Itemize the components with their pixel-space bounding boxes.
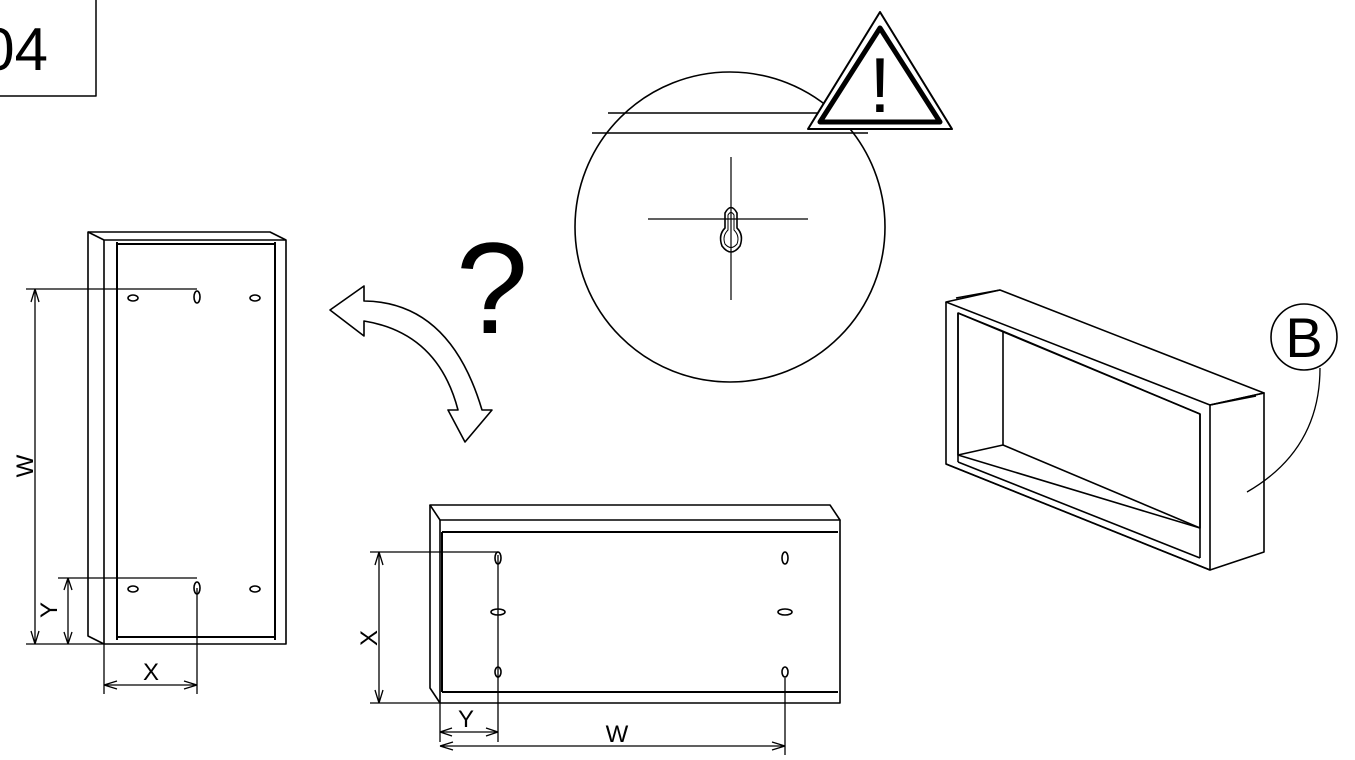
keyhole <box>777 608 793 616</box>
detail-circle <box>574 71 886 383</box>
vertical-panel-holes-bottom <box>127 581 261 595</box>
keyhole <box>781 666 789 678</box>
part-callout-circle <box>1270 303 1338 371</box>
vertical-y-dimension <box>58 577 197 645</box>
keyhole <box>781 551 789 565</box>
vertical-x-dimension <box>103 588 198 694</box>
step-frame <box>0 0 97 97</box>
cabinet-front-left-edge <box>945 302 1211 571</box>
arrow <box>374 551 384 704</box>
vertical-x-label: X <box>143 659 159 686</box>
arrow <box>439 741 786 751</box>
part-label: B <box>1285 306 1322 369</box>
keyhole-large-inner <box>723 212 739 248</box>
arrow <box>439 727 499 737</box>
horizontal-y-label: Y <box>458 706 474 733</box>
vertical-w-dimension <box>26 288 197 645</box>
arrow <box>63 577 73 645</box>
cabinet-bottom-front <box>945 461 1211 571</box>
horizontal-panel-holes-right <box>777 551 793 678</box>
warning-icon: ! <box>869 41 891 129</box>
keyhole <box>193 290 201 304</box>
keyhole-large <box>719 206 743 253</box>
warning-triangle-outer <box>807 11 953 130</box>
cabinet-top-outer <box>945 289 1265 406</box>
vertical-w-label: W <box>12 454 39 477</box>
cabinet-box: B <box>945 289 1338 571</box>
cabinet-inner-back-top <box>957 312 1201 415</box>
arrow <box>30 288 40 645</box>
warning-sign: ! <box>807 11 953 130</box>
keyhole <box>127 294 139 302</box>
step-number: 04 <box>0 16 48 83</box>
horizontal-x-dimension <box>370 551 498 704</box>
horizontal-w-dimension <box>439 678 786 755</box>
keyhole <box>249 294 261 302</box>
arrow <box>103 680 198 690</box>
vertical-panel-top-edge <box>88 231 287 241</box>
vertical-panel-outline <box>87 231 287 645</box>
cabinet-right-side <box>1209 392 1265 571</box>
step-box: 04 <box>0 0 97 97</box>
warning-triangle-inner <box>817 25 943 125</box>
vertical-panel-holes-top <box>127 290 261 304</box>
callout-leader <box>1246 367 1321 493</box>
question-mark: ? <box>456 215 528 361</box>
horizontal-panel-outline <box>429 505 841 704</box>
vertical-y-label: Y <box>36 602 63 618</box>
cabinet-inner-opening <box>957 312 1201 529</box>
horizontal-w-label: W <box>606 721 629 748</box>
horizontal-y-dimension <box>439 555 499 742</box>
cabinet-inner-bottom <box>957 444 1201 529</box>
vertical-panel: W Y X <box>12 231 287 694</box>
keyhole <box>249 585 261 593</box>
keyhole-detail <box>574 71 886 383</box>
rotate-double-arrow <box>329 285 493 443</box>
keyhole <box>127 585 139 593</box>
horizontal-x-label: X <box>356 630 383 646</box>
horizontal-panel: X Y W <box>356 504 841 755</box>
cabinet-top-small-edge <box>955 289 1257 406</box>
horizontal-panel-top <box>429 504 841 521</box>
